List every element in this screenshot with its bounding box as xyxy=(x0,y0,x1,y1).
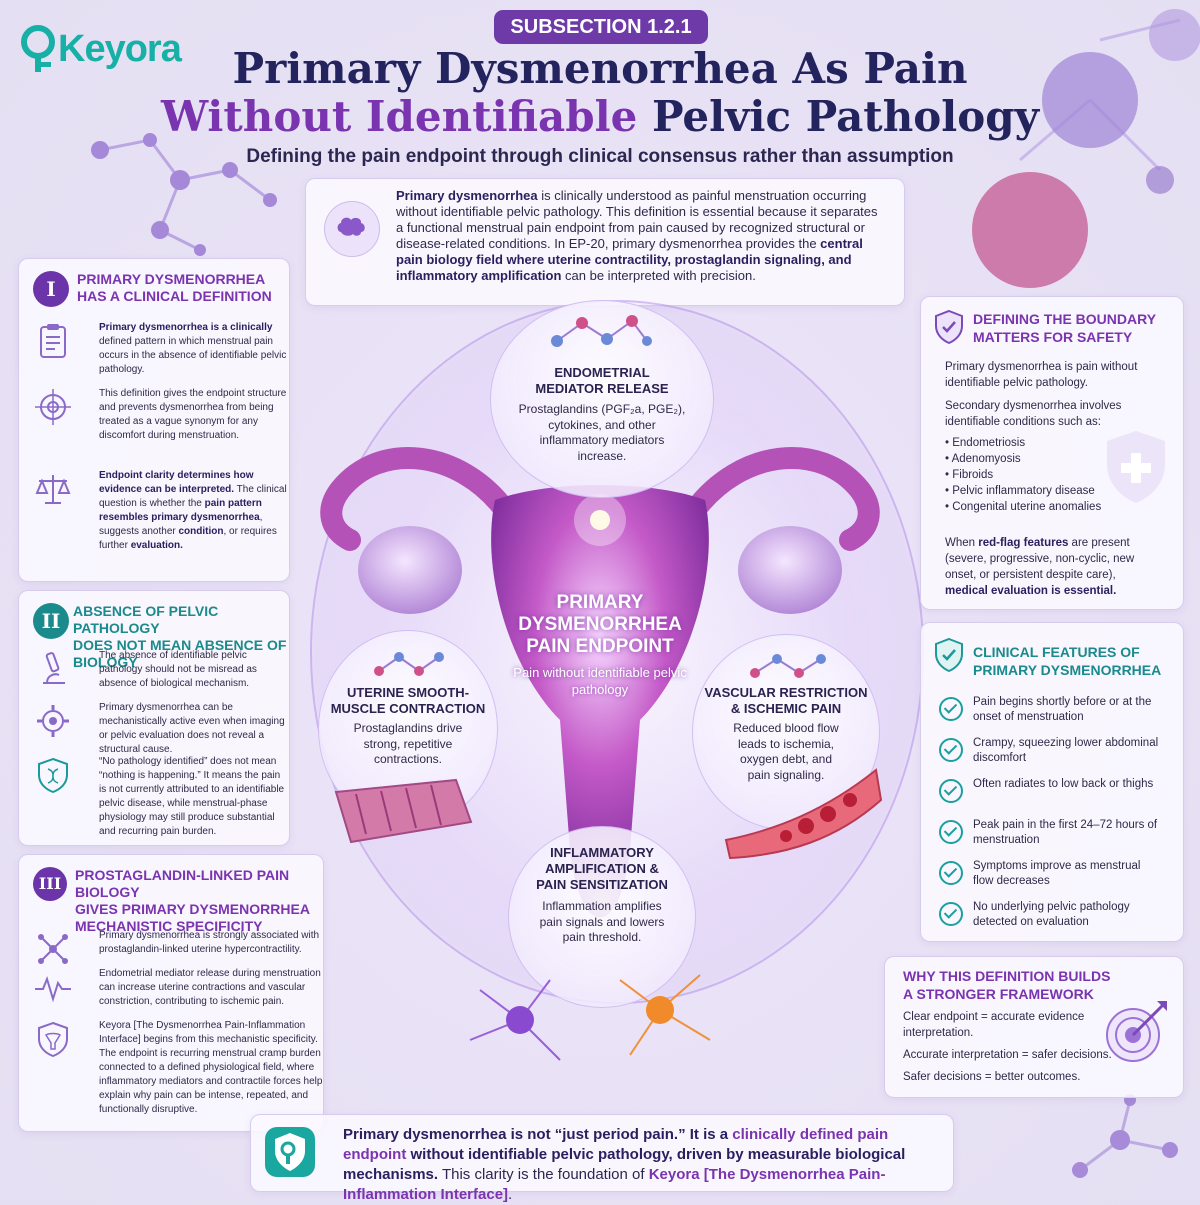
logo-text: Keyora xyxy=(58,28,182,70)
center-text: Pain without identifiable pelvic patholo… xyxy=(513,665,687,697)
shield-dna-icon xyxy=(38,757,68,794)
title-rest: Pelvic Pathology xyxy=(637,92,1039,141)
title-highlight: Without Identifiable xyxy=(161,92,638,141)
pulse-icon xyxy=(35,975,71,1003)
check-icon xyxy=(939,697,963,721)
page-subtitle: Defining the pain endpoint through clini… xyxy=(246,146,954,167)
nerve-cell-illustration xyxy=(469,974,711,1061)
keyora-shield-icon xyxy=(265,1127,315,1177)
keyora-logo-icon xyxy=(21,25,55,72)
list-item: • Fibroids xyxy=(945,469,994,481)
boundary-secondary-text: Secondary dysmenorrhea involves identifi… xyxy=(945,400,1122,428)
boundary-primary-text: Primary dysmenorrhea is pain without ide… xyxy=(945,361,1138,389)
uterus-illustration xyxy=(320,447,880,918)
check-icon xyxy=(939,779,963,803)
gear-icon xyxy=(37,705,69,737)
section-3-number: III xyxy=(33,867,67,901)
molecule-decoration-left xyxy=(91,133,277,256)
condition-list: • Endometriosis • Adenomyosis • Fibroids… xyxy=(945,435,1145,515)
check-icon xyxy=(939,820,963,844)
clipboard-icon xyxy=(40,324,66,358)
framework-line: Accurate interpretation = safer decision… xyxy=(903,1049,1112,1061)
framework-line: Clear endpoint = accurate evidence inter… xyxy=(903,1011,1085,1039)
scales-icon xyxy=(35,475,71,504)
footer-text: Primary dysmenorrhea is not “just period… xyxy=(343,1126,906,1203)
cell-decoration-right xyxy=(972,9,1200,288)
blood-vessel-illustration xyxy=(724,768,883,860)
section-1-number: I xyxy=(33,271,69,307)
target-icon xyxy=(35,389,71,425)
subsection-badge: SUBSECTION 1.2.1 xyxy=(494,10,708,44)
feature-item: Symptoms improve as menstrual flow decre… xyxy=(939,859,1169,895)
mediator-release-text: Prostaglandins (PGF₂a, PGE₂),cytokines, … xyxy=(518,402,686,463)
section-2-number: II xyxy=(33,603,69,639)
medical-shield-icon xyxy=(1107,431,1165,503)
feature-item: No underlying pelvic pathology detected … xyxy=(939,900,1169,936)
list-item: • Adenomyosis xyxy=(945,453,1021,465)
check-icon xyxy=(939,902,963,926)
target-arrow-icon xyxy=(1106,1001,1167,1062)
feature-item: Often radiates to low back or thighs xyxy=(939,777,1169,813)
molecule-icon xyxy=(551,315,652,347)
keyora-logo[interactable]: Keyora xyxy=(18,10,208,80)
framework-line: Safer decisions = better outcomes. xyxy=(903,1071,1081,1083)
red-flag-text: When red-flag features are present (seve… xyxy=(945,537,1135,597)
feature-item: Crampy, squeezing lower abdominal discom… xyxy=(939,736,1169,772)
page-title-line1: Primary Dysmenorrhea As Pain xyxy=(232,44,968,93)
section-1-item: Primary dysmenorrhea is a clinically def… xyxy=(33,321,289,379)
section-3-item: Primary dysmenorrhea is strongly associa… xyxy=(33,929,323,964)
section-2-item: “No pathology identified” does not mean … xyxy=(33,755,289,839)
feature-item: Peak pain in the first 24–72 hours of me… xyxy=(939,818,1169,854)
molecule-icon xyxy=(750,654,826,678)
section-1-item: Endpoint clarity determines how evidence… xyxy=(33,469,289,575)
section-3-item: Endometrial mediator release during mens… xyxy=(33,967,323,1011)
check-icon xyxy=(939,738,963,762)
brain-icon xyxy=(324,201,380,257)
section-3-item: Keyora [The Dysmenorrhea Pain-Inflammati… xyxy=(33,1019,323,1129)
intro-panel: Primary dysmenorrhea is clinically under… xyxy=(305,178,905,306)
section-2-item: The absence of identifiable pelvic patho… xyxy=(33,649,289,693)
molecule-decoration-bottom-right xyxy=(1072,1094,1178,1178)
section-2-item: Primary dysmenorrhea can be mechanistica… xyxy=(33,701,289,755)
list-item: • Endometriosis xyxy=(945,437,1026,449)
muscle-tissue-illustration xyxy=(334,778,473,844)
check-icon xyxy=(939,861,963,885)
shield-check-icon xyxy=(935,309,963,345)
list-item: • Congenital uterine anomalies xyxy=(945,501,1102,513)
shield-uterus-icon xyxy=(38,1021,68,1058)
shield-check-icon xyxy=(935,637,963,673)
microscope-icon xyxy=(43,652,65,684)
molecule-icon xyxy=(374,652,444,676)
network-icon xyxy=(38,934,68,964)
intro-text: Primary dysmenorrhea is clinically under… xyxy=(396,188,878,283)
list-item: • Pelvic inflammatory disease xyxy=(945,485,1095,497)
feature-item: Pain begins shortly before or at the ons… xyxy=(939,695,1169,731)
vascular-restriction-heading: VASCULAR RESTRICTION& ISCHEMIC PAIN xyxy=(704,685,868,716)
page-title-line2: Without Identifiable Pelvic Pathology xyxy=(150,92,1050,141)
footer-panel: Primary dysmenorrhea is not “just period… xyxy=(250,1114,954,1203)
smooth-muscle-heading: UTERINE SMOOTH-MUSCLE CONTRACTION xyxy=(330,685,486,716)
section-1-item: This definition gives the endpoint struc… xyxy=(33,387,289,459)
